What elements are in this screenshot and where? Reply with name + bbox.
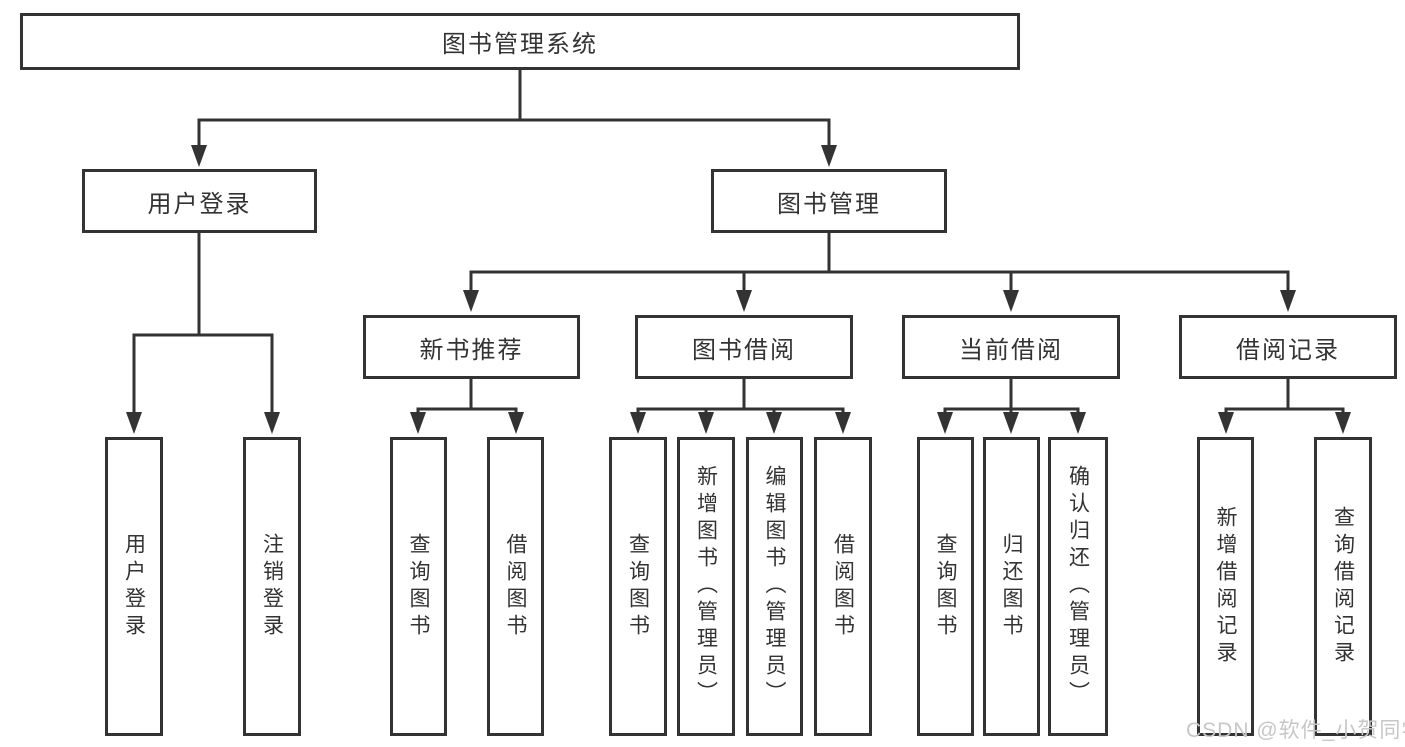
edge-current-split bbox=[943, 407, 1080, 415]
edge-records-split bbox=[1224, 407, 1345, 415]
edge-newbook-split bbox=[416, 407, 518, 415]
watermark: CSDN @软件_小贺同学 bbox=[1186, 719, 1405, 742]
node-root: 图书管理系统 bbox=[20, 13, 1020, 70]
node-new-book-recommend: 新书推荐 bbox=[363, 315, 580, 379]
node-borrowing-records: 借阅记录 bbox=[1179, 315, 1397, 379]
leaf-borrow-books-borrowing: 借阅图书 bbox=[814, 437, 872, 736]
edge-bookmgmt-split bbox=[469, 270, 1290, 293]
leaf-query-books-current: 查询图书 bbox=[917, 437, 974, 736]
leaf-confirm-return-admin: 确认归还（管理员） bbox=[1048, 437, 1108, 736]
node-book-management: 图书管理 bbox=[711, 169, 947, 233]
leaf-return-books: 归还图书 bbox=[983, 437, 1040, 736]
leaf-borrow-books-recommend: 借阅图书 bbox=[487, 437, 544, 736]
node-user-login: 用户登录 bbox=[82, 169, 317, 233]
leaf-query-books-borrowing: 查询图书 bbox=[609, 437, 667, 736]
leaf-query-borrow-record: 查询借阅记录 bbox=[1314, 437, 1372, 736]
leaf-query-books-recommend: 查询图书 bbox=[390, 437, 447, 736]
node-book-borrowing: 图书借阅 bbox=[635, 315, 853, 379]
leaf-add-book-admin: 新增图书（管理员） bbox=[677, 437, 735, 736]
leaf-logout: 注销登录 bbox=[243, 437, 301, 736]
node-current-borrowing: 当前借阅 bbox=[902, 315, 1120, 379]
leaf-user-login: 用户登录 bbox=[105, 437, 163, 736]
edge-userlogin-split bbox=[132, 333, 274, 415]
edge-borrowing-split bbox=[636, 407, 845, 415]
leaf-edit-book-admin: 编辑图书（管理员） bbox=[746, 437, 803, 736]
edge-root-split bbox=[197, 118, 831, 148]
leaf-add-borrow-record: 新增借阅记录 bbox=[1197, 437, 1254, 736]
